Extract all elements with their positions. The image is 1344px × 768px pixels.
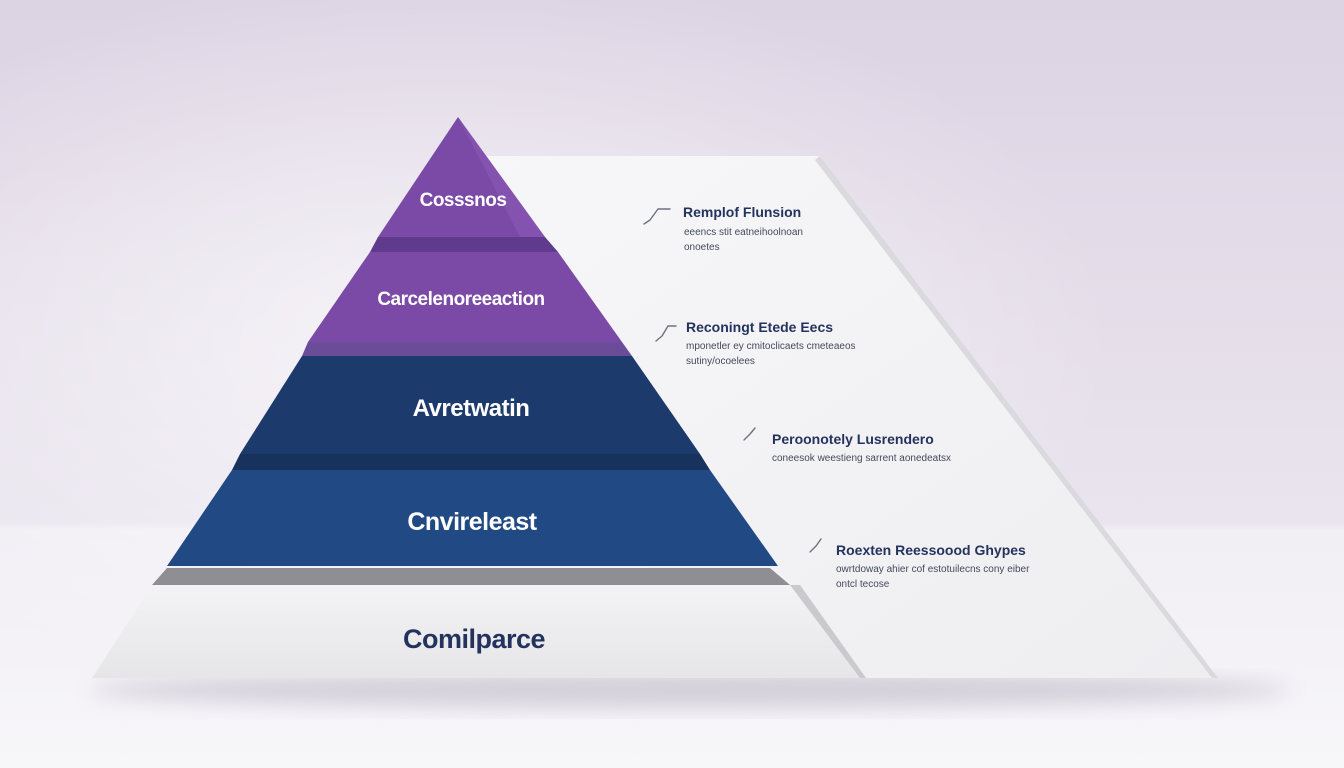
- tier-1-label: Cosssnos: [420, 190, 507, 211]
- pyramid-tier-5: Comilparce: [92, 568, 866, 678]
- note-1-desc-line-2: onoetes: [684, 242, 720, 253]
- note-2: Reconingt Etede Eecs mponetler ey cmitoc…: [655, 319, 856, 367]
- tier-1-highlight: [458, 117, 545, 237]
- pyramid-tier-2: Carcelenoreeaction: [308, 237, 622, 342]
- tier-1-body: [378, 117, 545, 237]
- note-3-desc-line-1: coneesok weestieng sarrent aonedeatsx: [772, 453, 951, 464]
- tier-2-body: [308, 252, 622, 342]
- note-4-desc-line-2: ontcl tecose: [836, 579, 890, 590]
- checkmark-icon: [743, 427, 756, 441]
- tier-3-body: [240, 356, 700, 454]
- diagram-shadow: [90, 672, 1290, 708]
- tier-5-side: [790, 585, 866, 678]
- tier-4-body: [167, 470, 778, 566]
- notes-panel-edge: [815, 156, 1218, 678]
- tier-3-top-ledge: [302, 342, 632, 356]
- tier-5-label: Comilparce: [403, 624, 546, 654]
- checkmark-icon: [643, 208, 671, 225]
- note-4-desc-line-1: owrtdoway ahier cof estotuilecns cony ei…: [836, 564, 1030, 575]
- note-1-title: Remplof Flunsion: [683, 204, 801, 220]
- tier-2-top-ledge: [370, 237, 558, 252]
- tier-4-top-ledge: [232, 454, 710, 470]
- checkmark-icon: [809, 538, 822, 553]
- notes-panel: [470, 156, 1218, 678]
- note-2-title: Reconingt Etede Eecs: [686, 319, 833, 335]
- pyramid-tier-4: Cnvireleast: [167, 454, 778, 566]
- note-2-desc-line-1: mponetler ey cmitoclicaets cmeteaeos: [686, 341, 856, 352]
- tier-2-label: Carcelenoreeaction: [377, 289, 544, 310]
- note-2-desc-line-2: sutiny/ocoelees: [686, 356, 755, 367]
- checkmark-icon: [655, 325, 677, 342]
- note-1: Remplof Flunsion eeencs stit eatneihooln…: [643, 204, 803, 253]
- tier-5-body: [92, 585, 860, 678]
- note-3-title: Peroonotely Lusrendero: [772, 431, 934, 447]
- pyramid-tier-1: Cosssnos: [378, 117, 545, 237]
- tier-5-top-ledge: [152, 568, 790, 585]
- tier-4-label: Cnvireleast: [407, 508, 537, 536]
- note-3: Peroonotely Lusrendero coneesok weestien…: [743, 427, 951, 464]
- note-4: Roexten Reessoood Ghypes owrtdoway ahier…: [809, 538, 1030, 590]
- note-1-desc-line-1: eeencs stit eatneihoolnoan: [684, 227, 803, 238]
- tier-3-label: Avretwatin: [413, 395, 530, 422]
- pyramid-tier-3: Avretwatin: [240, 342, 700, 454]
- note-4-title: Roexten Reessoood Ghypes: [836, 542, 1026, 558]
